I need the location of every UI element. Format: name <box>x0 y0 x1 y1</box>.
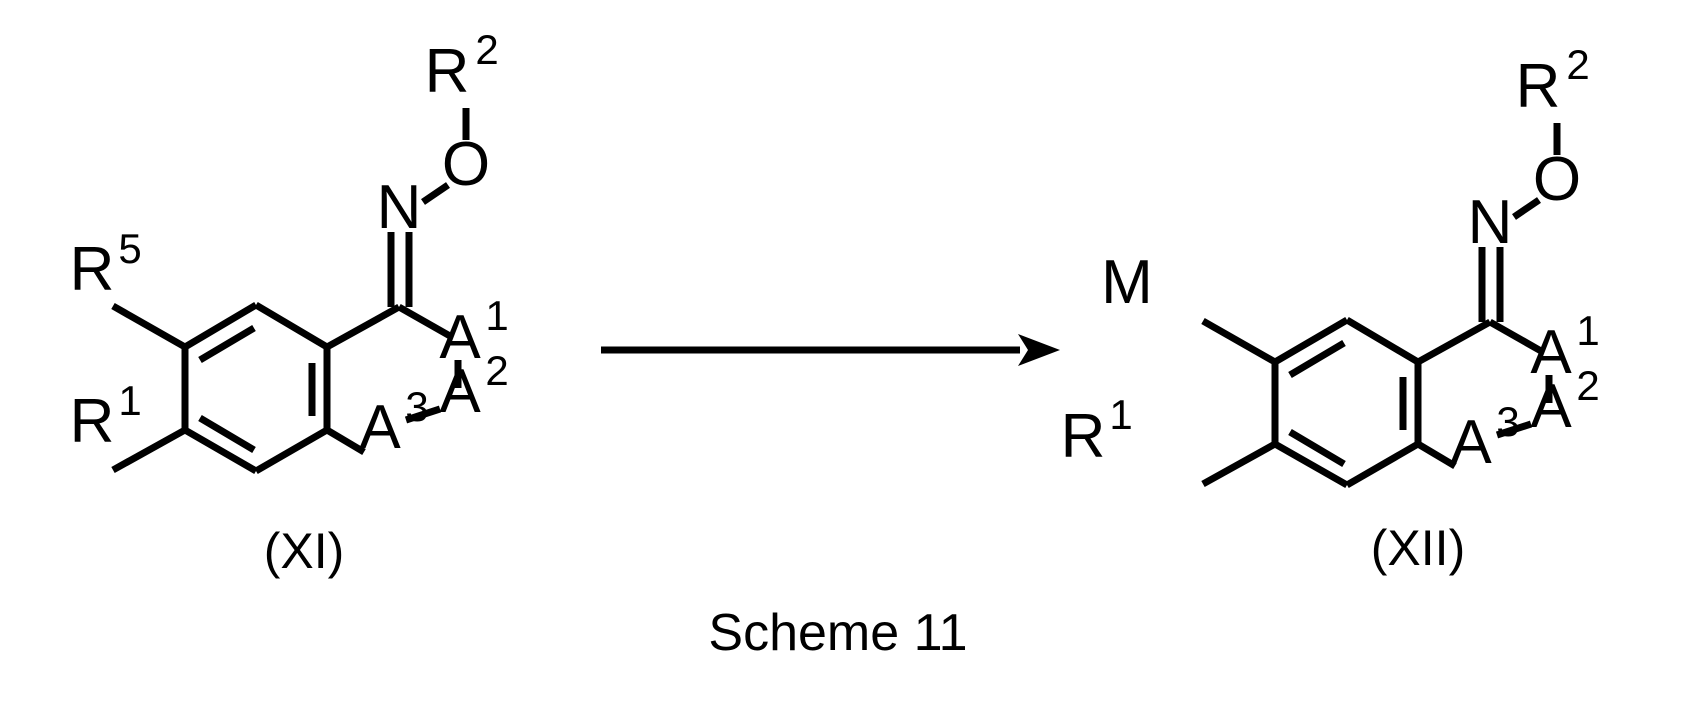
reactant-r5-superscript: 5 <box>118 225 141 272</box>
scheme-title: Scheme 11 <box>708 604 967 662</box>
reactant-structure-XI: R 5 R 1 R 2 O N A 1 A 2 A 3 (XI) <box>70 26 509 579</box>
product-r2-superscript: 2 <box>1566 41 1589 88</box>
product-caption: (XII) <box>1371 520 1465 576</box>
product-cn-double-bond <box>1478 247 1504 322</box>
product-a3-ring-bond <box>1416 440 1457 470</box>
reactant-r5-bond <box>111 302 187 351</box>
reactant-a2-label: A <box>439 357 481 426</box>
product-a2-superscript: 2 <box>1576 362 1599 409</box>
product-r2-label: R <box>1516 52 1561 121</box>
reactant-a3-superscript: 3 <box>405 383 428 430</box>
reactant-benzene-ring <box>181 301 331 475</box>
product-a2-a3-bond <box>1495 420 1533 439</box>
reactant-a1-superscript: 1 <box>485 292 508 339</box>
product-benzene-ring <box>1271 316 1422 489</box>
reactant-caption: (XI) <box>264 523 345 579</box>
product-a2-label: A <box>1530 372 1572 441</box>
product-o-label: O <box>1533 145 1581 214</box>
reactant-r1-bond <box>111 426 187 474</box>
reactant-a3-label: A <box>359 393 401 462</box>
reactant-r5-label: R <box>70 235 115 304</box>
reactant-o-label: O <box>442 130 490 199</box>
reactant-n-label: N <box>377 173 422 242</box>
reactant-a3-ring-bond <box>325 426 366 456</box>
product-r1-label: R <box>1061 402 1106 471</box>
product-n-o-bond <box>1512 197 1541 220</box>
product-structure-XII: M R 1 R 2 O N A 1 A 2 A 3 (XII) <box>1061 41 1600 576</box>
reactant-r2-label: R <box>425 37 470 106</box>
product-a3-superscript: 3 <box>1496 398 1519 445</box>
product-m-bond <box>1201 317 1277 366</box>
product-a1-label: A <box>1530 318 1572 387</box>
reactant-a2-superscript: 2 <box>485 347 508 394</box>
reactant-a1-label: A <box>439 303 481 372</box>
reactant-ring-c-bond <box>325 303 401 351</box>
reactant-a2-a3-bond <box>404 405 442 424</box>
reactant-cn-double-bond <box>387 232 413 307</box>
product-a3-label: A <box>1450 408 1492 477</box>
product-m-label: M <box>1101 248 1153 317</box>
reactant-r1-label: R <box>70 387 115 456</box>
reaction-arrow <box>601 334 1060 366</box>
product-ring-c-bond <box>1416 318 1492 366</box>
reactant-n-o-bond <box>421 182 450 205</box>
product-n-label: N <box>1468 188 1513 257</box>
reactant-r2-superscript: 2 <box>475 26 498 73</box>
product-r1-superscript: 1 <box>1109 391 1132 438</box>
product-r1-bond <box>1201 440 1277 488</box>
reactant-r1-superscript: 1 <box>118 377 141 424</box>
product-a1-superscript: 1 <box>1576 307 1599 354</box>
product-c-a1-bond <box>1488 318 1543 355</box>
reactant-c-a1-bond <box>397 303 452 340</box>
